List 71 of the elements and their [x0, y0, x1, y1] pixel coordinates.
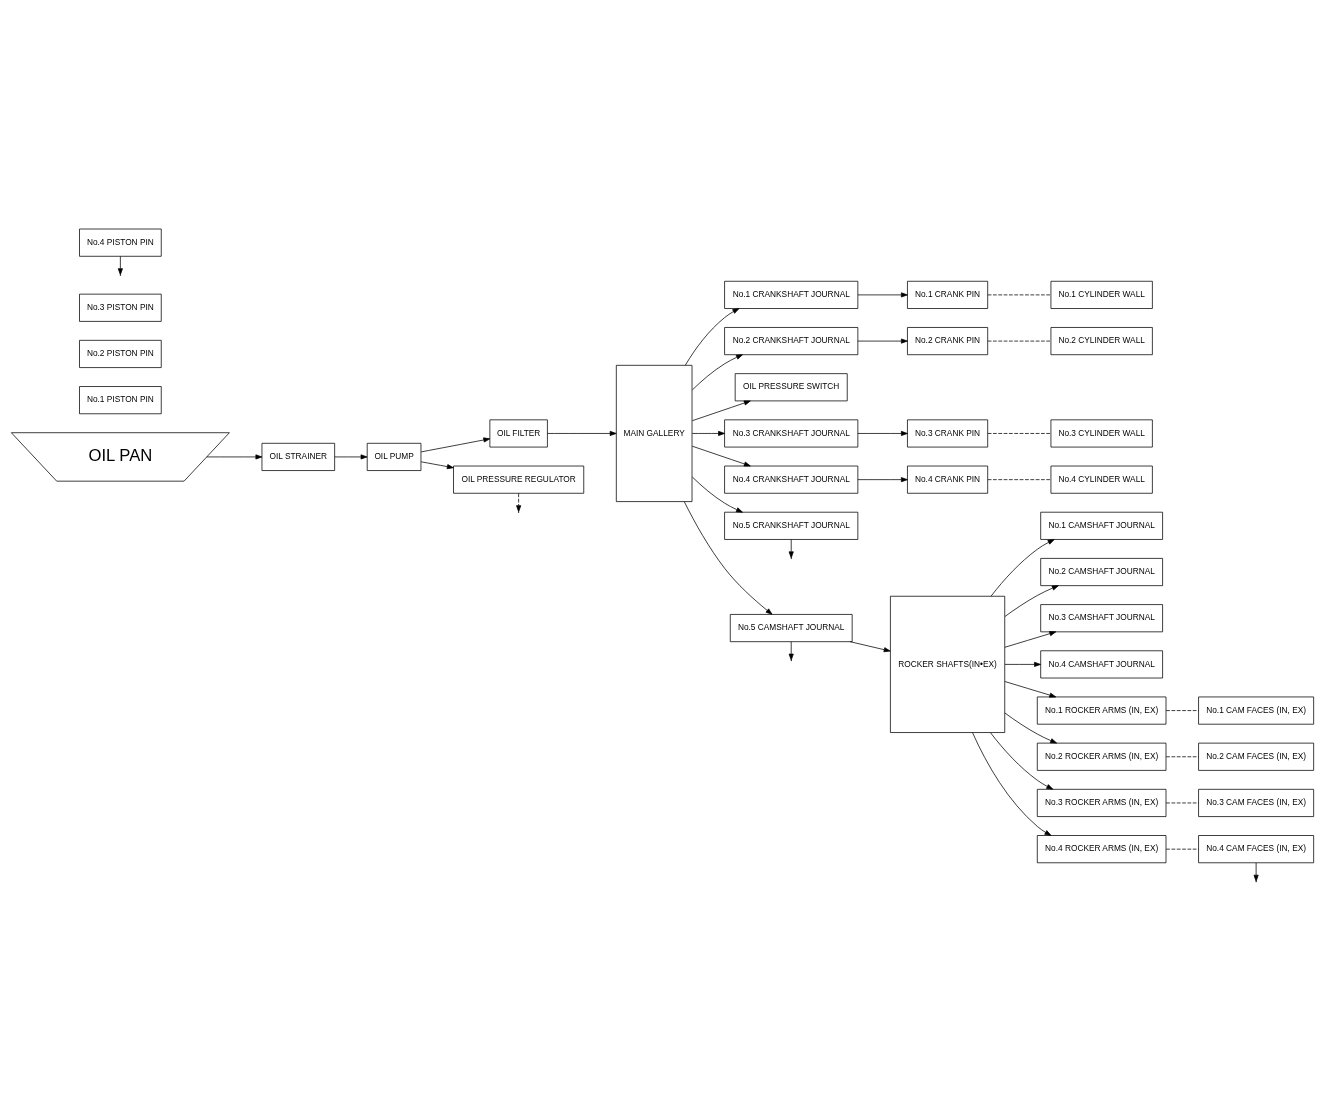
arrow: [788, 539, 794, 559]
node-box: No.3 ROCKER ARMS (IN, EX): [1036, 788, 1167, 817]
node-box: No.4 CRANK PIN: [907, 465, 989, 494]
arrow: [1253, 862, 1259, 882]
node-box: No.4 CAMSHAFT JOURNAL: [1040, 650, 1163, 679]
node-box: No.1 CAMSHAFT JOURNAL: [1040, 511, 1163, 540]
connector: [987, 479, 1052, 481]
arrow: [334, 454, 368, 460]
arrow: [547, 430, 617, 436]
node-box: No.2 CRANK PIN: [907, 327, 989, 356]
node-box: MAIN GALLERY: [615, 364, 693, 502]
node-box: No.3 CYLINDER WALL: [1050, 419, 1153, 448]
node-box: No.1 ROCKER ARMS (IN, EX): [1036, 696, 1167, 725]
node-box: No.2 ROCKER ARMS (IN, EX): [1036, 742, 1167, 771]
node-box: No.4 CAM FACES (IN, EX): [1198, 835, 1315, 864]
connector: [987, 433, 1052, 434]
node-box: No.1 CRANK PIN: [907, 280, 989, 309]
node-box: No.2 CAM FACES (IN, EX): [1198, 742, 1315, 771]
node-box: OIL STRAINER: [261, 442, 336, 471]
node-box: No.3 CRANK PIN: [907, 419, 989, 448]
node-box: No.3 PISTON PIN: [79, 293, 162, 322]
node-box: No.2 PISTON PIN: [79, 339, 162, 368]
arrow: [206, 454, 263, 460]
arrow: [1004, 631, 1057, 648]
node-box: No.1 PISTON PIN: [79, 386, 162, 415]
node-box: No.3 CAM FACES (IN, EX): [1198, 788, 1315, 817]
node-box: No.1 CRANKSHAFT JOURNAL: [724, 280, 859, 309]
node-box: OIL FILTER: [489, 419, 548, 448]
connector: [1165, 802, 1199, 804]
node-box: OIL PUMP: [366, 442, 422, 471]
arrow: [857, 338, 908, 344]
node-box: OIL PRESSURE SWITCH: [734, 373, 848, 402]
arrow: [1004, 712, 1057, 744]
node-box: ROCKER SHAFTS(IN•EX): [890, 595, 1006, 733]
arrow: [849, 641, 891, 653]
connector: [1165, 848, 1199, 850]
node-box: No.4 PISTON PIN: [79, 228, 162, 257]
arrow: [685, 308, 740, 366]
arrow: [420, 461, 454, 470]
node-box: No.2 CAMSHAFT JOURNAL: [1040, 558, 1163, 587]
arrow: [1004, 661, 1041, 667]
node-box: No.4 CYLINDER WALL: [1050, 465, 1153, 494]
arrow: [683, 501, 773, 615]
node-box: No.5 CRANKSHAFT JOURNAL: [724, 511, 859, 540]
arrow: [857, 477, 908, 483]
node-box: No.2 CRANKSHAFT JOURNAL: [724, 327, 859, 356]
node-box: No.1 CAM FACES (IN, EX): [1198, 696, 1315, 725]
connector: [1165, 710, 1199, 711]
node-box: No.4 ROCKER ARMS (IN, EX): [1036, 835, 1167, 864]
arrow: [1004, 585, 1059, 617]
arrow: [691, 400, 751, 422]
node-box: No.5 CAMSHAFT JOURNAL: [729, 614, 853, 643]
node-box: No.4 CRANKSHAFT JOURNAL: [724, 465, 859, 494]
arrow: [691, 430, 725, 436]
node-box: OIL PRESSURE REGULATOR: [453, 465, 585, 494]
arrow: [1004, 681, 1057, 698]
arrow: [857, 430, 908, 436]
arrow: [857, 292, 908, 298]
arrow: [788, 641, 794, 661]
node-box: No.2 CYLINDER WALL: [1050, 327, 1153, 356]
arrow: [972, 732, 1052, 836]
arrow: [990, 732, 1054, 790]
connector: [1165, 756, 1199, 758]
node-box: No.3 CRANKSHAFT JOURNAL: [724, 419, 859, 448]
node-box: No.3 CAMSHAFT JOURNAL: [1040, 604, 1163, 633]
node-box: No.1 CYLINDER WALL: [1050, 280, 1153, 309]
arrow: [420, 437, 491, 453]
arrow: [691, 354, 743, 391]
arrow: [691, 476, 743, 513]
arrow: [990, 539, 1055, 597]
arrow: [691, 445, 751, 467]
